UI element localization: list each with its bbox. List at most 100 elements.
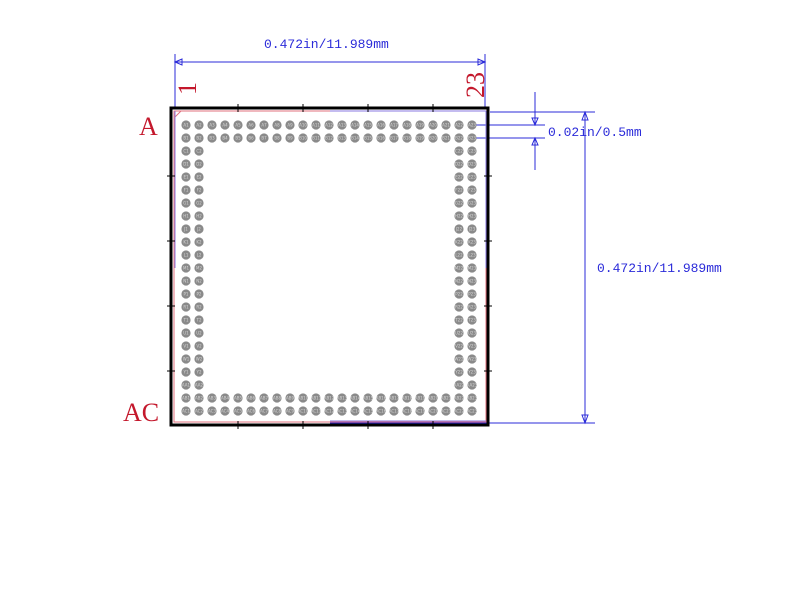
ball-pad [376, 120, 386, 130]
ball-pad [181, 328, 191, 338]
ball-label: AB5 [234, 396, 242, 401]
ball-label: AC1 [182, 409, 190, 414]
ball-pad [363, 133, 373, 143]
ball-label: Y22 [454, 370, 463, 375]
ball-pad [454, 185, 464, 195]
ball-label: AC5 [234, 409, 242, 414]
ball-label: AB12 [324, 396, 335, 401]
ball-label: AB3 [208, 396, 216, 401]
ball-label: AB18 [402, 396, 413, 401]
ball-pad [272, 120, 282, 130]
ball-label: AC18 [402, 409, 413, 414]
ball-label: T2 [196, 318, 202, 323]
ball-pad [181, 354, 191, 364]
row-label-last: AC [123, 398, 159, 427]
ball-pad [467, 289, 477, 299]
ball-label: AA22 [454, 383, 465, 388]
ball-pad [324, 120, 334, 130]
ball-pad [454, 224, 464, 234]
ball-pad [311, 406, 321, 416]
ball-pad [207, 393, 217, 403]
ball-pad [233, 120, 243, 130]
ball-label: G2 [196, 201, 202, 206]
ball-label: C23 [468, 149, 476, 154]
ball-label: C2 [196, 149, 202, 154]
ball-label: J23 [468, 227, 476, 232]
ball-label: B20 [429, 136, 437, 141]
ball-label: L2 [197, 253, 202, 258]
ball-label: B8 [274, 136, 280, 141]
arrow-up-icon [531, 136, 539, 146]
ball-label: AC11 [311, 409, 322, 414]
ball-label: AB4 [221, 396, 229, 401]
arrow-down-icon [581, 414, 589, 425]
ball-label: A22 [455, 123, 463, 128]
ball-pad [454, 276, 464, 286]
ball-label: K2 [196, 240, 202, 245]
ball-pad [389, 120, 399, 130]
ball-label: W22 [454, 357, 464, 362]
ball-pad [181, 380, 191, 390]
ball-label: G22 [455, 201, 464, 206]
ball-label: AC19 [415, 409, 426, 414]
ball-pad [350, 120, 360, 130]
ball-label: B1 [183, 136, 189, 141]
ball-label: A4 [222, 123, 228, 128]
ball-label: AC2 [195, 409, 203, 414]
ball-pad [181, 276, 191, 286]
ball-label: A15 [364, 123, 372, 128]
ball-label: K1 [183, 240, 189, 245]
ball-label: G23 [468, 201, 477, 206]
ball-label: AC13 [337, 409, 348, 414]
ball-label: W1 [183, 357, 190, 362]
ball-label: A3 [209, 123, 215, 128]
ball-pad [194, 133, 204, 143]
ball-label: AB22 [454, 396, 465, 401]
ball-label: AB21 [441, 396, 452, 401]
ball-label: B22 [455, 136, 463, 141]
ball-pad [181, 406, 191, 416]
column-label-last: 23 [461, 72, 490, 98]
ball-label: AB8 [273, 396, 281, 401]
ball-pad [194, 302, 204, 312]
ball-pad [441, 406, 451, 416]
ball-pad [181, 237, 191, 247]
arrow-up-icon [581, 110, 589, 121]
ball-label: P1 [184, 292, 189, 297]
column-label-first: 1 [173, 82, 202, 95]
ball-pad [259, 120, 269, 130]
ball-label: K23 [468, 240, 476, 245]
ball-label: AB13 [337, 396, 348, 401]
ball-pad [233, 133, 243, 143]
ball-pad [428, 406, 438, 416]
ball-pad [415, 393, 425, 403]
ball-pad [467, 237, 477, 247]
ball-pad [285, 133, 295, 143]
ball-label: V23 [468, 344, 476, 349]
ball-label: A12 [325, 123, 333, 128]
ball-label: G1 [183, 201, 189, 206]
ball-label: J1 [183, 227, 188, 232]
height-dimension-text: 0.472in/11.989mm [597, 261, 722, 276]
ball-label: B3 [209, 136, 215, 141]
ball-pad [246, 133, 256, 143]
ball-label: V2 [196, 344, 202, 349]
ball-label: T1 [183, 318, 189, 323]
ball-label: AC20 [428, 409, 439, 414]
ball-label: AC17 [389, 409, 400, 414]
ball-pad [454, 146, 464, 156]
ball-label: A2 [196, 123, 202, 128]
ball-pad [181, 289, 191, 299]
ball-label: AB16 [376, 396, 387, 401]
ball-label: R22 [455, 305, 463, 310]
ball-pad [467, 172, 477, 182]
ball-pad [363, 393, 373, 403]
ball-label: E22 [455, 175, 463, 180]
ball-pad [337, 120, 347, 130]
ball-pad [181, 159, 191, 169]
ball-label: R2 [196, 305, 202, 310]
courtyard-outline [173, 110, 487, 423]
ball-pad [220, 406, 230, 416]
ball-pad [181, 393, 191, 403]
ball-pad [259, 133, 269, 143]
